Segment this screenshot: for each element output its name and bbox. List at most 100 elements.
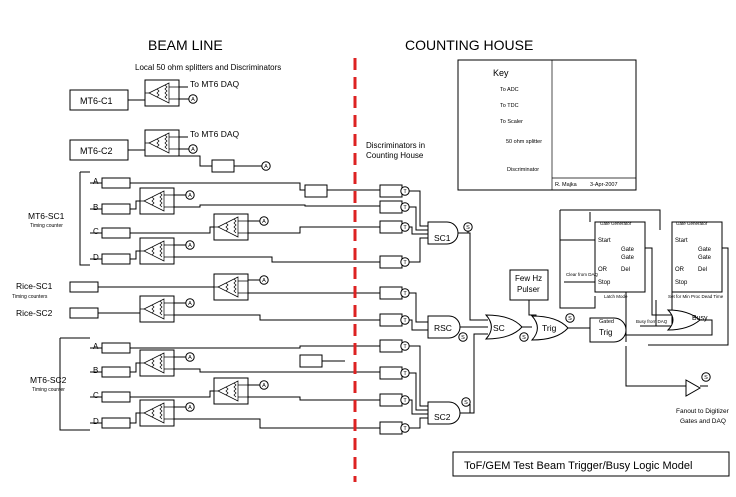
trig-or-gate <box>530 315 569 341</box>
wire <box>174 368 382 373</box>
adc-symbol: A <box>185 298 195 308</box>
tdc-symbol-letter: T <box>403 398 407 404</box>
adc-symbol-letter: A <box>188 301 192 307</box>
gg1-title: Gate Generator <box>600 221 632 226</box>
adc-symbol: A <box>188 94 198 104</box>
splitter-50-ohm <box>144 129 180 157</box>
tdc-symbol-circle <box>400 257 410 267</box>
adc-symbol-circle <box>261 161 271 171</box>
adc-symbol-circle <box>259 380 269 390</box>
tdc-symbol-letter: T <box>403 371 407 377</box>
wire <box>174 418 382 429</box>
splitter-triangle <box>143 240 165 262</box>
wire <box>560 209 661 241</box>
adc-symbol-circle <box>185 402 195 412</box>
wiring <box>59 86 729 431</box>
wire <box>179 86 190 100</box>
splitter-box <box>213 213 249 241</box>
tdc-symbol-circle <box>400 341 410 351</box>
adc-symbol-letter: A <box>264 164 268 170</box>
few-hz-pulser <box>509 269 549 301</box>
wire <box>79 171 90 266</box>
mt6-sc1-sublabel: Timing counter <box>30 223 63 229</box>
splitter-leads <box>140 194 174 208</box>
discriminator <box>379 184 403 198</box>
tdc-symbol-letter: T <box>403 291 407 297</box>
key-date: 3-Apr-2007 <box>590 182 618 188</box>
mt6-c1-counter <box>69 89 129 111</box>
pulser-label-2: Pulser <box>517 285 540 294</box>
tdc-symbol-circle <box>400 288 410 298</box>
adc-symbol: A <box>185 240 195 250</box>
adc-symbol-letter: A <box>262 383 266 389</box>
gg2-del: Del <box>698 267 707 273</box>
sc-gate-label: SC <box>493 323 505 333</box>
rice-sc1-counter <box>69 281 99 293</box>
adc-symbol: A <box>259 380 269 390</box>
gg2-start: Start <box>675 238 688 244</box>
sc2-channel-a: A <box>93 342 99 351</box>
scaler-symbol: S <box>463 222 473 232</box>
adc-symbol-circle <box>188 144 198 154</box>
tdc-symbol-circle <box>400 222 410 232</box>
adc-symbol: A <box>259 275 269 285</box>
tdc-symbol-letter: T <box>403 318 407 324</box>
discriminator <box>379 421 403 435</box>
adc-symbol-circle <box>259 275 269 285</box>
key-splitter-label: 50 ohm splitter <box>506 139 542 145</box>
key-author: R. Majka <box>555 182 578 188</box>
splitter-resistors <box>151 404 163 420</box>
scaler-symbol-letter: S <box>464 400 468 406</box>
tdc-symbol: T <box>400 368 410 378</box>
footer-title: ToF/GEM Test Beam Trigger/Busy Logic Mod… <box>464 460 692 472</box>
splitter-triangle <box>217 276 239 298</box>
sc1-channel-c: C <box>93 227 99 236</box>
wire <box>648 247 729 346</box>
tdc-symbol-circle <box>400 315 410 325</box>
adc-symbol-circle <box>188 94 198 104</box>
splitter-leads <box>145 86 179 100</box>
adc-symbol-letter: A <box>262 278 266 284</box>
wire <box>174 256 382 263</box>
splitter-triangle <box>143 298 165 320</box>
tdc-symbol-circle <box>400 368 410 378</box>
scaler-symbol-circle <box>461 397 471 407</box>
key-discriminator-label: Discriminator <box>507 167 539 173</box>
mt6-c2-counter <box>69 139 129 161</box>
to-mt6-daq-label-1: To MT6 DAQ <box>190 79 240 89</box>
gg2-or: OR <box>675 267 685 273</box>
tdc-symbol-letter: T <box>403 205 407 211</box>
adc-symbol: A <box>188 144 198 154</box>
splitter-box <box>139 187 175 215</box>
counting-house-heading: COUNTING HOUSE <box>405 37 533 53</box>
rsc-gate-label: RSC <box>434 323 452 333</box>
mt6-sc2-label: MT6-SC2 <box>30 375 67 385</box>
splitter-box <box>144 79 180 107</box>
gg2-gate-bar: Gate <box>698 255 712 261</box>
tdc-symbol-circle <box>400 395 410 405</box>
splitter-triangle <box>148 132 170 154</box>
scaler-symbol-letter: S <box>461 335 465 341</box>
splitter-box <box>139 399 175 427</box>
splitter-box <box>139 237 175 265</box>
wire <box>460 333 488 414</box>
sc1-channel-2 <box>101 227 131 239</box>
splitter-resistors <box>225 382 237 398</box>
gg2-title: Gate Generator <box>676 221 708 226</box>
splitter-resistors <box>156 134 168 150</box>
splitter-resistors <box>151 242 163 258</box>
gg1-clear-note: Clear from DAQ <box>566 272 599 277</box>
splitter-triangle <box>217 216 239 238</box>
wire <box>179 155 262 167</box>
key-scaler-label: To Scaler <box>500 119 523 125</box>
splitter-box <box>213 377 249 405</box>
gg1-del: Del <box>621 267 630 273</box>
sc1-channel-b: B <box>93 203 98 212</box>
tdc-symbol: T <box>400 315 410 325</box>
gg2-gate: Gate <box>698 247 712 253</box>
footer-title-box <box>452 451 730 477</box>
sc2-channel-b: B <box>93 366 98 375</box>
wire <box>174 314 382 321</box>
splitter-50-ohm <box>139 295 175 323</box>
